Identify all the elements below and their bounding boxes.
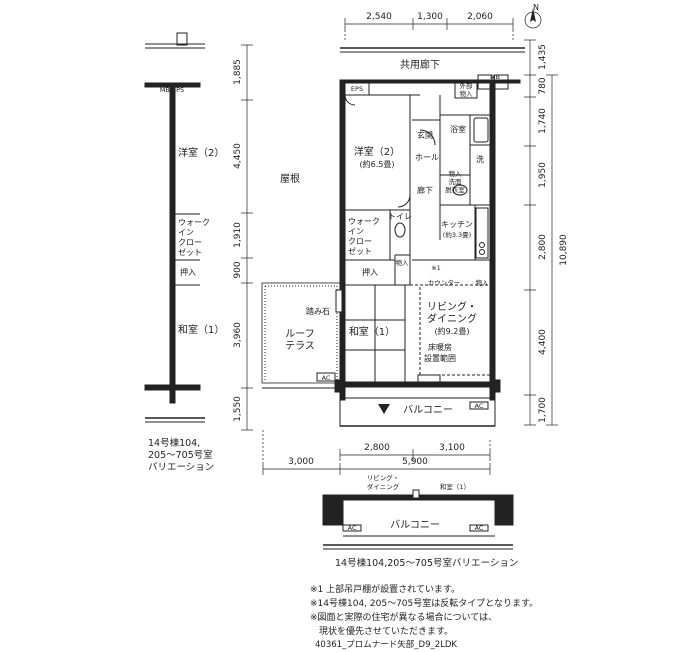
- right-dim-4: 1,950: [538, 162, 548, 188]
- bottom-balcony-label: バルコニー: [390, 519, 440, 531]
- right-dim-total: 10,890: [559, 234, 569, 266]
- storage-3-label: 物入: [476, 278, 490, 287]
- kitchen-size: (約3.3畳): [443, 230, 471, 239]
- top-dimension: [344, 18, 514, 42]
- floor-heating-label-1: 床暖房: [428, 342, 452, 352]
- bottom-dim-2: 3,100: [439, 443, 465, 453]
- japanese-room-1-label: 和室（1）: [349, 325, 395, 338]
- bottom-dim-1: 2,800: [364, 443, 390, 453]
- left-western-label: 洋室（2）: [178, 146, 224, 159]
- room-labels: 共用廊下 EPS MB 外部 物入 玄関 浴室 ホール 洗 物入 洗面 脱衣室 …: [280, 58, 500, 416]
- left-walkin-label-4: ゼット: [178, 247, 202, 257]
- left-japanese-label: 和室（1）: [178, 323, 224, 336]
- left-mbeps-label: MB EPS: [160, 86, 184, 94]
- bottom-dimension: [262, 430, 491, 475]
- left-dim-2: 4,450: [233, 143, 243, 169]
- note-3: ※図面と実際の住宅が異なる場合については、: [310, 613, 498, 623]
- compass-label: N: [533, 3, 539, 12]
- corridor-label: 共用廊下: [400, 58, 440, 71]
- washroom-label-1: 洗面: [449, 177, 463, 186]
- ac-label-2: AC: [322, 374, 331, 382]
- bottom-living-label-1: リビング・: [367, 473, 400, 482]
- walkin-closet-label-2: イン: [348, 227, 364, 236]
- top-dim-1: 2,540: [366, 12, 392, 22]
- bottom-dim-4: 5,900: [402, 457, 428, 467]
- left-dim-6: 1,550: [233, 396, 243, 422]
- fumiishi-label: 踏み石: [306, 306, 330, 316]
- bottom-variant-caption: 14号棟104,205〜705号室バリエーション: [335, 558, 519, 569]
- outside-storage-label-1: 外部: [460, 81, 474, 90]
- bottom-dim-3: 3,000: [288, 457, 314, 467]
- note-mark: ※1: [431, 264, 441, 272]
- living-label-2: ダイニング: [427, 312, 477, 325]
- left-dim-4: 900: [233, 261, 243, 278]
- left-dimension: [241, 44, 253, 431]
- oshiire-label: 押入: [362, 267, 378, 277]
- right-dim-6: 4,400: [538, 329, 548, 355]
- right-dim-5: 2,800: [538, 234, 548, 260]
- right-dim-2: 780: [538, 77, 548, 94]
- main-plan: [261, 47, 525, 427]
- eps-label: EPS: [351, 85, 363, 93]
- left-dim-3: 1,910: [233, 222, 243, 248]
- wash-label: 洗: [476, 154, 484, 164]
- note-4: 現状を優先させていただきます。: [310, 627, 454, 637]
- bottom-ac-label-1: AC: [348, 524, 357, 532]
- left-variant-plan: [144, 32, 205, 423]
- right-dim-3: 1,740: [538, 108, 548, 134]
- right-dim-1: 1,435: [538, 44, 548, 70]
- right-dim-7: 1,700: [538, 397, 548, 423]
- bottom-ac-label-2: AC: [475, 524, 484, 532]
- bottom-living-label-2: ダイニング: [367, 482, 400, 491]
- note-1: ※1 上部吊戸棚が設置されています。: [310, 585, 460, 595]
- compass-rose: [524, 8, 542, 29]
- outside-storage-label-2: 物入: [460, 89, 474, 98]
- left-oshiire-label: 押入: [180, 267, 196, 277]
- balcony-label: バルコニー: [403, 404, 453, 416]
- dimension-labels: 2,540 1,300 2,060 1,435 780 1,740 1,950 …: [233, 12, 569, 467]
- roof-terrace-label-2: テラス: [285, 340, 315, 352]
- note-2: ※14号棟104, 205〜705号室は反転タイプとなります。: [310, 599, 539, 609]
- left-walkin-label-2: イン: [178, 228, 194, 237]
- left-variant-caption: 14号棟104, 205〜705号室 バリエーション: [148, 438, 215, 473]
- bottom-japanese-label: 和室（1）: [440, 482, 470, 491]
- hallway-label: 廊下: [417, 185, 433, 195]
- walkin-closet-label-1: ウォーク: [348, 217, 380, 226]
- hall-label: ホール: [415, 153, 439, 162]
- roof-label: 屋根: [280, 172, 300, 185]
- counter-label: カウンター: [428, 278, 461, 287]
- left-variant-labels: MB EPS 洋室（2） ウォーク イン クロー ゼット 押入 和室（1）: [160, 86, 225, 336]
- living-size: (約9.2畳): [435, 326, 470, 336]
- roof-terrace-label-1: ルーフ: [285, 329, 314, 340]
- footer-code: 40361_プロムナード矢部_D9_2LDK: [315, 640, 458, 650]
- floor-heating-label-2: 設置範囲: [424, 353, 456, 363]
- bath-label: 浴室: [450, 124, 466, 134]
- washroom-label-2: 脱衣室: [445, 185, 465, 194]
- kitchen-label: キッチン: [441, 220, 473, 229]
- left-walkin-label-3: クロー: [178, 238, 202, 247]
- walkin-closet-label-4: ゼット: [348, 246, 372, 256]
- left-walkin-label-1: ウォーク: [178, 218, 210, 227]
- right-dimension: [524, 39, 558, 426]
- bottom-variant-labels: リビング・ ダイニング 和室（1） バルコニー AC AC: [348, 473, 484, 532]
- storage-label: 物入: [449, 169, 463, 178]
- bottom-variant-plan: [322, 489, 514, 550]
- genkan-label: 玄関: [417, 130, 433, 140]
- mb-label: MB: [490, 73, 500, 81]
- western-room-2-size: (約6.5畳): [360, 159, 395, 169]
- toilet-label: トイレ: [388, 212, 412, 221]
- top-dim-2: 1,300: [417, 12, 443, 22]
- western-room-2-label: 洋室（2）: [354, 145, 400, 158]
- left-dim-5: 3,960: [233, 322, 243, 348]
- storage-2-label: 物入: [396, 258, 410, 267]
- walkin-closet-label-3: クロー: [348, 237, 372, 246]
- left-dim-1: 1,885: [233, 59, 243, 85]
- top-dim-3: 2,060: [467, 12, 493, 22]
- ac-label: AC: [475, 402, 484, 410]
- living-label-1: リビング・: [427, 300, 477, 313]
